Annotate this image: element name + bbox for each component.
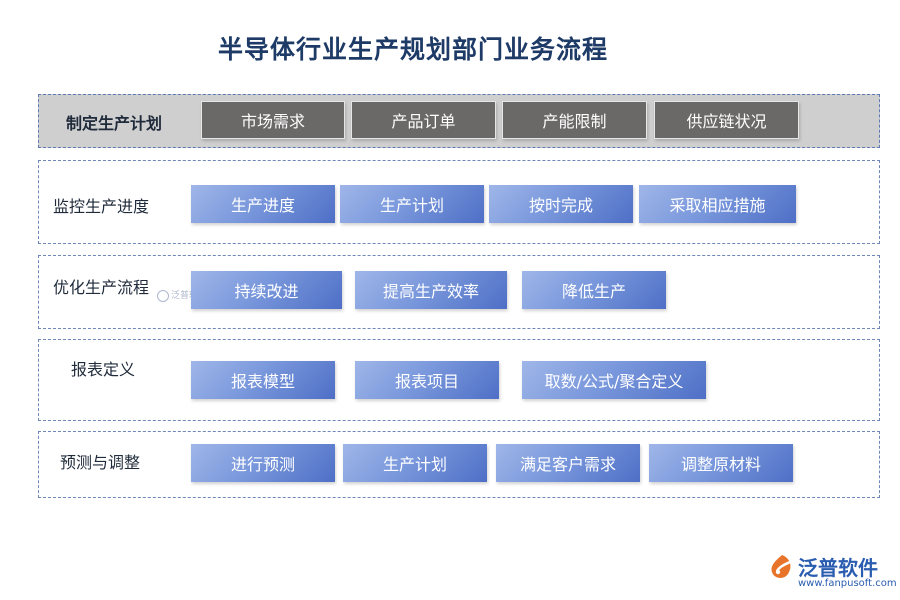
flow-step: 供应链状况	[654, 101, 799, 139]
brand-url: www.fanpusoft.com	[798, 578, 897, 589]
flow-step: 报表模型	[191, 361, 335, 399]
flow-step: 满足客户需求	[496, 444, 640, 482]
row-label: 报表定义	[71, 360, 136, 379]
row-make-production-plan: 制定生产计划 市场需求 产品订单 产能限制 供应链状况	[38, 94, 880, 148]
brand-logo-icon	[771, 555, 791, 578]
row-report-definition: 报表定义 报表模型 报表项目 取数/公式/聚合定义	[38, 339, 880, 421]
watermark-text: 泛普软件	[171, 291, 208, 301]
row-monitor-progress: 监控生产进度 生产进度 生产计划 按时完成 采取相应措施	[38, 160, 880, 244]
row-label: 制定生产计划	[66, 114, 163, 133]
flow-step: 市场需求	[201, 101, 345, 139]
flow-step: 报表项目	[355, 361, 499, 399]
flow-step: 生产进度	[191, 185, 335, 223]
flow-step: 提高生产效率	[355, 271, 507, 309]
flow-step: 产品订单	[351, 101, 496, 139]
flow-step: 产能限制	[502, 101, 647, 139]
brand-name: 泛普软件	[798, 556, 878, 580]
flow-step: 生产计划	[343, 444, 487, 482]
row-label: 预测与调整	[60, 453, 141, 472]
page-title: 半导体行业生产规划部门业务流程	[218, 35, 609, 64]
row-label: 监控生产进度	[53, 197, 150, 216]
flow-step: 调整原材料	[649, 444, 793, 482]
row-label: 优化生产流程	[53, 278, 150, 297]
flow-step: 取数/公式/聚合定义	[522, 361, 706, 399]
watermark: 泛普软件	[157, 288, 207, 302]
flow-step: 降低生产	[522, 271, 666, 309]
flow-step: 持续改进	[191, 271, 342, 309]
flow-step: 生产计划	[340, 185, 484, 223]
flow-step: 进行预测	[191, 444, 335, 482]
row-optimize-process: 优化生产流程 泛普软件 持续改进 提高生产效率 降低生产	[38, 255, 880, 329]
flow-step: 按时完成	[489, 185, 633, 223]
flow-step: 采取相应措施	[639, 185, 796, 223]
row-forecast-adjust: 预测与调整 进行预测 生产计划 满足客户需求 调整原材料	[38, 431, 880, 498]
watermark-icon	[157, 289, 169, 302]
